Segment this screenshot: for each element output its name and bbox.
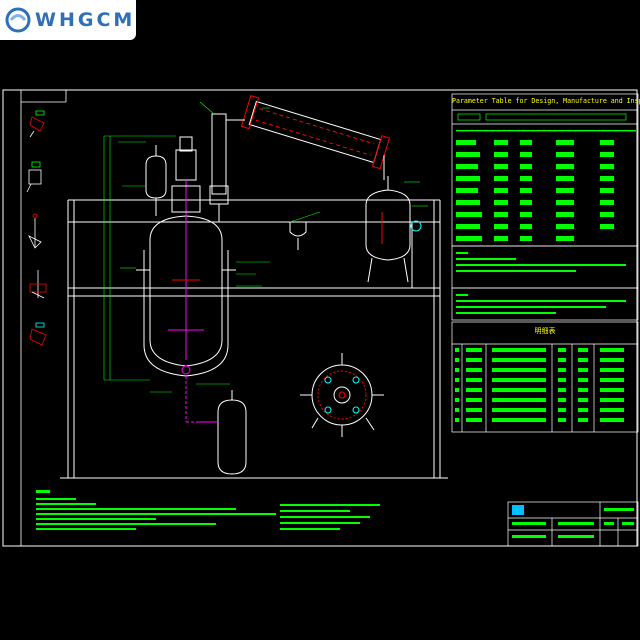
vapor-pipe: [228, 221, 366, 250]
platform-frame: [60, 199, 448, 479]
bottom-tank: [198, 390, 247, 475]
parts-list-title: 明细表: [534, 327, 556, 335]
parts-list-rows: [455, 348, 624, 422]
parameter-table-rows: [456, 130, 636, 241]
main-reactor: [136, 136, 236, 377]
logo-icon: [5, 7, 31, 33]
condenser: [226, 95, 391, 180]
dimension-lines: [103, 101, 428, 393]
parameter-table-title: Parameter Table for Design, Manufacture …: [452, 97, 640, 105]
parts-list: [451, 321, 639, 433]
detail-views: [26, 110, 47, 346]
parameter-table: [451, 93, 639, 247]
top-view-flange: [300, 353, 384, 437]
design-notes: [451, 245, 639, 321]
title-block: [507, 501, 639, 547]
title-block-logo: [512, 505, 524, 515]
logo: WHGCM: [0, 0, 136, 40]
drain-pipes: [185, 376, 198, 423]
receiving-tank: [365, 176, 422, 283]
vapor-column: [209, 113, 229, 222]
feed-vessel: [145, 145, 167, 216]
logo-text: WHGCM: [35, 9, 136, 31]
drawing-frame: [2, 89, 638, 547]
technical-notes: [36, 490, 380, 530]
